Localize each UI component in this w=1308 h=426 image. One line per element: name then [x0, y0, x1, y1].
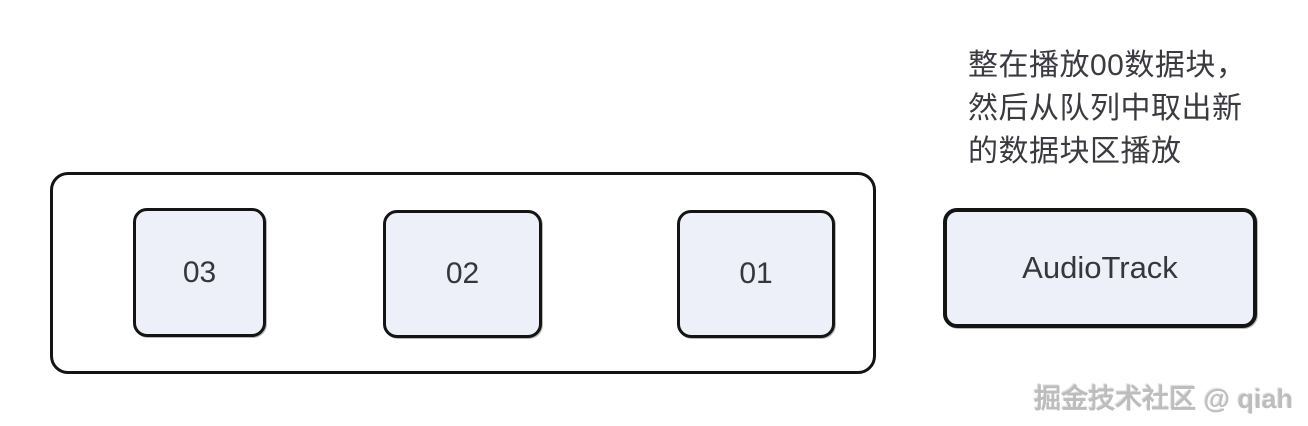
annotation-line-1: 整在播放00数据块， — [968, 49, 1247, 82]
audiotrack-label: AudioTrack — [1022, 250, 1178, 285]
queue-block-01-label: 01 — [739, 257, 773, 290]
queue-block-02: 02 — [383, 210, 542, 338]
queue-block-03-label: 03 — [182, 255, 217, 289]
annotation-line-3: 的数据块区播放 — [968, 135, 1182, 168]
queue-block-02-label: 02 — [445, 257, 480, 290]
audiotrack-box: AudioTrack — [943, 208, 1257, 328]
watermark: 掘金技术社区 @ qiah — [1034, 384, 1293, 414]
queue-block-03: 03 — [133, 208, 266, 337]
annotation-line-2: 然后从队列中取出新 — [968, 92, 1243, 125]
buffer-queue-container: 03 02 01 — [50, 172, 876, 374]
annotation-text: 整在播放00数据块， 然后从队列中取出新 的数据块区播放 — [968, 44, 1246, 173]
queue-block-01: 01 — [677, 210, 835, 338]
